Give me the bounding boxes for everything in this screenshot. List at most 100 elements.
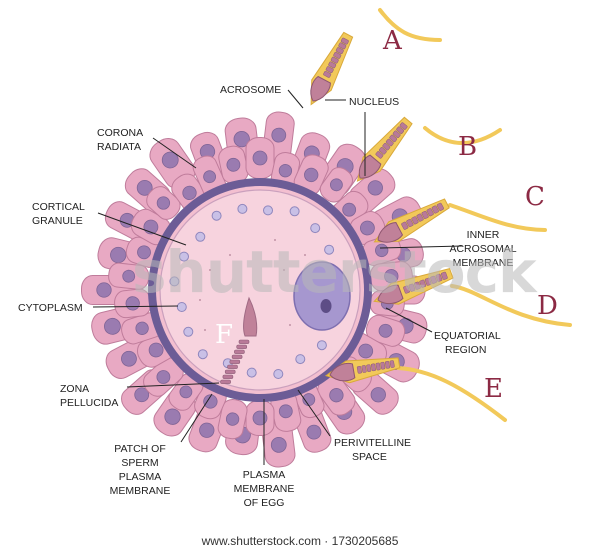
cytoplasm-dot: [204, 329, 206, 331]
sperm-e: [324, 357, 507, 422]
sperm-a: [310, 8, 442, 106]
corona-cell-nucleus: [225, 412, 240, 426]
sperm-a-midpiece-segment: [340, 37, 349, 45]
sperm-a-tail: [378, 8, 442, 42]
sperm-d-tail: [450, 284, 572, 327]
corona-cell-nucleus: [278, 404, 293, 419]
sperm-c-head: [377, 222, 404, 243]
label-corona-2: RADIATA: [97, 141, 141, 153]
sperm-b-midpiece-segment: [379, 147, 387, 155]
letter-d: D: [537, 291, 558, 321]
corona-cell: [270, 390, 302, 432]
sperm-c-midpiece-segment: [431, 205, 439, 214]
corona-cell-nucleus: [375, 243, 389, 258]
corona-cell: [146, 186, 181, 220]
corona-cell-nucleus: [182, 185, 197, 201]
sperm-d-midpiece-segment: [419, 279, 427, 288]
sperm-e-midpiece-segment: [366, 364, 372, 372]
label-corona-1: CORONA: [97, 127, 143, 139]
corona-cell: [217, 398, 248, 440]
sperm-f-midpiece-segment: [224, 369, 236, 374]
corona-cell-nucleus: [378, 323, 393, 338]
corona-cell-nucleus: [203, 170, 217, 184]
label-zona-2: PELLUCIDA: [60, 397, 118, 409]
sperm-d-midpiece-segment: [441, 271, 448, 280]
corona-cell-nucleus: [156, 370, 171, 384]
label-patch-3: PLASMA: [119, 471, 162, 483]
sperm-e-midpiece-segment: [370, 363, 376, 372]
sperm-d-head: [377, 284, 404, 305]
cortical-granule: [211, 210, 222, 221]
label-patch-4: MEMBRANE: [110, 485, 171, 497]
label-cortical-1: CORTICAL: [32, 201, 85, 213]
label-equatorial-2: REGION: [445, 344, 486, 356]
cortical-granule: [179, 251, 189, 262]
sperm-f-midpiece-segment: [231, 354, 243, 359]
leader-lines: [92, 89, 463, 465]
label-patch-1: PATCH OF: [114, 443, 166, 455]
corona-cell-nucleus: [96, 282, 112, 298]
cytoplasm-dot: [209, 269, 211, 271]
corona-cell-nucleus: [252, 150, 268, 166]
corona-cell-nucleus: [304, 167, 319, 183]
sperm-e-midpiece-segment: [356, 365, 362, 374]
sperm-f-midpiece-segment: [222, 374, 234, 379]
sperm-d-midpiece-segment: [430, 275, 437, 284]
sperm-f-midpiece-segment: [227, 364, 238, 369]
corona-cell-nucleus: [199, 422, 215, 438]
corona-cell: [319, 167, 354, 203]
sperm-b-midpiece-segment: [389, 134, 398, 143]
sperm-f-midpiece-segment: [236, 344, 247, 349]
corona-cell-nucleus: [306, 424, 322, 440]
sperm-a-midpiece-segment: [338, 42, 347, 50]
corona-cell-nucleus: [110, 246, 127, 264]
sperm-e-tail: [396, 366, 507, 422]
sperm-b-midpiece-segment: [385, 138, 394, 147]
watermark: shutterstock: [132, 238, 538, 306]
sperm-d-midpiece-segment: [424, 277, 432, 286]
sperm-e-midpiece-segment: [375, 362, 381, 371]
corona-cell-nucleus: [270, 436, 287, 453]
cortical-granule: [310, 223, 321, 234]
sperm-a-midpiece-segment: [325, 66, 334, 74]
corona-cell: [245, 400, 275, 436]
sperm-f-midpiece-segment: [234, 349, 245, 354]
label-equatorial-1: EQUATORIAL: [434, 330, 501, 342]
sperm-e-body: [324, 357, 401, 384]
sperm-f-midpiece-segment: [220, 379, 231, 384]
sperm-c-midpiece-segment: [426, 208, 434, 217]
corona-cell-nucleus: [252, 410, 268, 426]
cytoplasm-dot: [289, 324, 291, 326]
sperm-a-midpiece-segment: [333, 51, 342, 59]
sperm-c-midpiece-segment: [411, 216, 419, 225]
letter-e: E: [484, 374, 503, 404]
cytoplasm-dot: [229, 254, 231, 256]
sperm-e-midpiece-segment: [361, 365, 367, 373]
sperm-c-tail: [448, 203, 547, 232]
sperm-f-inside-egg: [220, 296, 258, 384]
corona-cell-nucleus: [135, 321, 149, 335]
corona-cell: [143, 357, 184, 397]
sperm-d-midpiece-segment: [403, 285, 410, 294]
label-cytoplasm: CYTOPLASM: [18, 302, 83, 314]
corona-cell-nucleus: [161, 151, 179, 169]
cortical-granule: [246, 367, 257, 378]
label-inner-3: MEMBRANE: [453, 257, 514, 269]
sperm-a-midpiece-segment: [335, 47, 344, 55]
label-plasma-3: OF EGG: [244, 497, 285, 509]
corona-radiata-cells: [81, 111, 428, 468]
footer-credit: www.shutterstock.com · 1730205685: [0, 531, 600, 551]
corona-cell-nucleus: [329, 178, 343, 192]
labels: ACROSOME NUCLEUS CORONA RADIATA CORTICAL…: [18, 84, 517, 509]
label-nucleus: NUCLEUS: [349, 96, 399, 108]
corona-cell-nucleus: [148, 342, 164, 358]
corona-cell-nucleus: [278, 164, 293, 178]
corona-cell-nucleus: [342, 202, 357, 217]
label-inner-2: ACROSOMAL: [449, 243, 516, 255]
sperm-b-midpiece-segment: [392, 130, 401, 138]
label-plasma-2: MEMBRANE: [234, 483, 295, 495]
sperm-a-body: [310, 31, 354, 106]
corona-cell-nucleus: [121, 350, 137, 367]
cortical-granule: [316, 340, 327, 351]
